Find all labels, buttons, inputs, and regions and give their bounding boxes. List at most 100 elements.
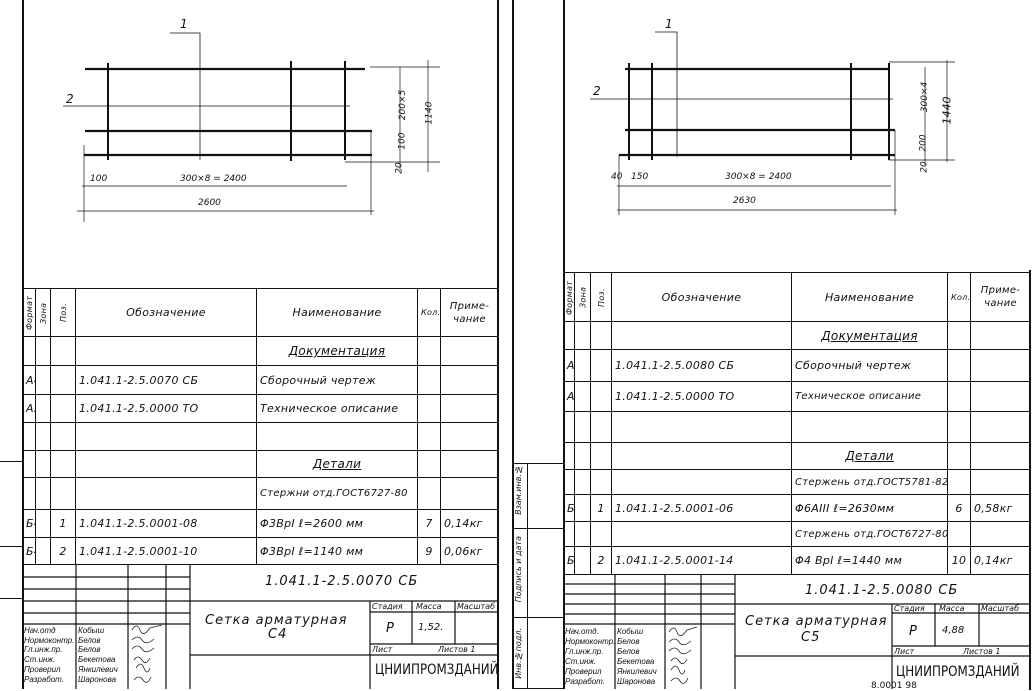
leader-label-1: 1 <box>180 17 188 31</box>
staff-role: Гл.инж.пр. <box>565 647 604 656</box>
staff-role: Нормоконтр. <box>24 636 75 645</box>
name-cell: Φ3ВрI ℓ=1140 мм <box>256 537 418 565</box>
sheet-label: Лист <box>372 645 393 654</box>
drawing-title: Сетка арматурная <box>205 613 348 628</box>
staff-name: Шаронова <box>617 677 656 686</box>
staff-role: Разработ. <box>565 677 605 686</box>
mesh-drawing-c5 <box>590 31 955 215</box>
staff-name: Янкилевич <box>617 667 657 676</box>
pos-cell: 2 <box>50 537 76 565</box>
note-cell: 0,14кг <box>970 546 1031 575</box>
margin-tick <box>0 546 22 547</box>
stage-value: Р <box>909 624 918 639</box>
leader-label-2: 2 <box>66 92 74 106</box>
designation-cell: 1.041.1-2.5.0001-14 <box>611 546 792 575</box>
dim-left-1: 40 <box>611 172 623 182</box>
note-cell: 0,06кг <box>440 537 499 565</box>
dim-span: 300×8 = 2400 <box>725 172 792 182</box>
dim-total: 2630 <box>733 196 756 206</box>
leader-label-1: 1 <box>665 17 673 31</box>
staff-name: Янкилевич <box>78 665 118 674</box>
staff-role: Разработ. <box>24 675 64 684</box>
document-code: 1.041.1-2.5.0070 СБ <box>265 574 419 589</box>
side-stamp-divider <box>512 617 564 618</box>
staff-name: Бекетова <box>617 657 655 666</box>
qty-cell: 9 <box>417 537 441 565</box>
staff-name: Шаронова <box>78 675 117 684</box>
name-cell: Стержень отд.ГОСТ5781-82 <box>791 469 948 495</box>
leader-label-2: 2 <box>593 84 601 98</box>
staff-name: Белов <box>78 636 101 645</box>
table-row: Стержень отд.ГОСТ5781-82 <box>563 469 1031 495</box>
table-header: Формат Зона Поз. Обозначение Наименовани… <box>563 272 1031 322</box>
signatures <box>131 624 163 683</box>
organization: ЦНИИПРОМЗДАНИЙ <box>375 662 499 678</box>
name-cell: Сборочный чертеж <box>791 349 948 382</box>
right-sheet: 1 2 40 150 300×8 = 2400 2630 300×4 200 2… <box>505 0 1035 691</box>
staff-role: Нач.отд <box>24 626 56 635</box>
margin-tick <box>0 598 22 599</box>
drawing-subtitle: С5 <box>801 630 821 645</box>
left-sheet: 1 2 100 300×8 = 2400 2600 200×5 100 20 1… <box>0 0 505 689</box>
staff-role: Нач.отд. <box>565 627 599 636</box>
sheets-label: Листов 1 <box>438 645 476 654</box>
margin-tick <box>0 461 22 462</box>
specification-table: Формат Зона Поз. Обозначение Наименовани… <box>22 288 499 565</box>
table-row: Детали <box>22 450 499 478</box>
staff-name: Кобыш <box>78 626 105 635</box>
scale-label: Масштаб <box>457 602 496 611</box>
table-row: Детали <box>563 442 1031 470</box>
drawing-subtitle: С4 <box>268 627 288 642</box>
specification-table: Формат Зона Поз. Обозначение Наименовани… <box>563 272 1031 575</box>
page-footer: 8.0001 98 <box>871 681 917 691</box>
pos-cell: 1 <box>50 509 76 538</box>
title-block-grid <box>22 565 497 689</box>
mass-value: 1,52. <box>418 622 444 633</box>
name-cell: Φ4 ВрI ℓ=1440 мм <box>791 546 948 575</box>
designation-cell: 1.041.1-2.5.0001-08 <box>75 509 257 538</box>
document-code: 1.041.1-2.5.0080 СБ <box>805 583 959 598</box>
side-stamp-divider <box>527 463 528 689</box>
stage-value: Р <box>386 621 395 636</box>
designation-cell: 1.041.1-2.5.0001-06 <box>611 494 792 522</box>
name-cell: Φ6АIII ℓ=2630мм <box>791 494 948 522</box>
staff-name: Кобыш <box>617 627 644 636</box>
drawing-title: Сетка арматурная <box>745 614 888 629</box>
sheet-label: Лист <box>894 647 915 656</box>
staff-name: Белов <box>78 645 101 654</box>
staff-role: Проверил <box>565 667 602 676</box>
section-title: Документация <box>256 336 418 366</box>
staff-role: Ст.инж. <box>24 655 56 664</box>
table-row: Стержень отд.ГОСТ6727-80 <box>563 521 1031 547</box>
col-qty: Кол. <box>417 288 441 337</box>
staff-name: Белов <box>617 647 640 656</box>
table-row: Документация <box>22 336 499 366</box>
col-note: Приме-чание <box>970 272 1031 322</box>
sheet-border-left <box>512 0 514 689</box>
dim-span: 300×8 = 2400 <box>180 174 247 184</box>
designation-cell: 1.041.1-2.5.0070 СБ <box>75 365 257 395</box>
note-cell: 0,58кг <box>970 494 1031 522</box>
col-note: Приме-чание <box>440 288 499 337</box>
side-stamp-divider <box>512 528 564 529</box>
section-title: Документация <box>791 321 948 350</box>
mass-label: Масса <box>939 604 965 613</box>
staff-role: Проверил <box>24 665 61 674</box>
dim-left: 100 <box>90 174 108 184</box>
staff-role: Нормоконтр. <box>565 637 616 646</box>
sheets-label: Листов 1 <box>963 647 1001 656</box>
mass-label: Масса <box>416 602 442 611</box>
dim-left-2: 150 <box>631 172 649 182</box>
table-row <box>563 411 1031 443</box>
staff-name: Белов <box>617 637 640 646</box>
name-cell: Техническое описание <box>791 381 948 412</box>
stage-label: Стадия <box>894 604 925 613</box>
designation-cell: 1.041.1-2.5.0000 ТО <box>75 394 257 423</box>
organization: ЦНИИПРОМЗДАНИЙ <box>896 664 1020 680</box>
